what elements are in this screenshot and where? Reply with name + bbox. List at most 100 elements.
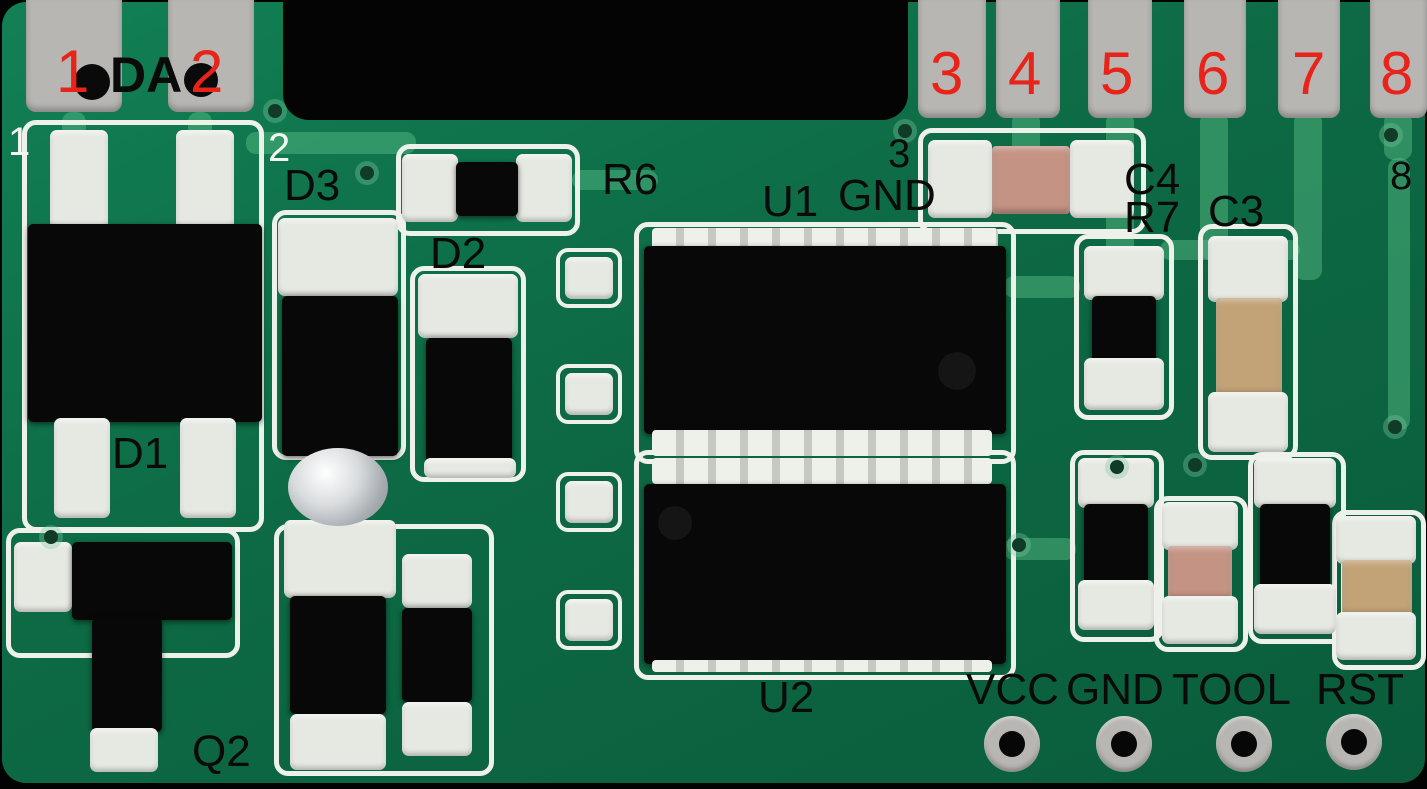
- through-hole-rst: [1326, 714, 1382, 770]
- solder-pad: [565, 481, 613, 523]
- pin-number-1: 1: [56, 38, 90, 105]
- label-r7: R7: [1124, 193, 1181, 242]
- label-gnd-top: GND: [838, 171, 936, 220]
- u2-pin-row-bottom: [652, 660, 992, 672]
- solder-pad: [290, 714, 386, 770]
- solder-blob: [288, 448, 388, 526]
- pin-number-2: 2: [190, 38, 224, 105]
- silk-number-8: 8: [1390, 154, 1413, 198]
- hole: [1231, 731, 1257, 757]
- silkscreen-outline: [1070, 450, 1164, 642]
- pin-number-7: 7: [1292, 40, 1326, 107]
- solder-pad: [1208, 236, 1288, 302]
- via: [268, 104, 282, 118]
- u2-pin-row-top: [652, 458, 992, 484]
- silkscreen-outline: [1154, 496, 1248, 652]
- edge-pad-1: [26, 0, 122, 112]
- silkscreen-outline-c4: [918, 128, 1146, 234]
- u1-pin-row-top: [652, 228, 998, 250]
- solder-pad: [565, 257, 613, 299]
- u2-pin1-dot: [658, 506, 692, 540]
- solder-pad: [54, 418, 110, 518]
- component-d3-body: [282, 296, 398, 456]
- solder-pad: [402, 702, 472, 756]
- solder-pad: [90, 728, 158, 772]
- component-body: [1084, 504, 1148, 586]
- silkscreen-outline-c3: [1198, 224, 1298, 460]
- label-d1: D1: [112, 429, 169, 478]
- label-r6: R6: [602, 155, 659, 204]
- solder-pad: [176, 130, 234, 230]
- label-d3: D3: [284, 161, 341, 210]
- silkscreen-outline-r6: [396, 144, 580, 236]
- via: [44, 530, 58, 544]
- component-u2-body: [644, 484, 1006, 664]
- solder-pad: [180, 418, 236, 518]
- label-u2: U2: [758, 673, 815, 722]
- label-rst: RST: [1316, 665, 1404, 714]
- component-r7-body: [1092, 296, 1156, 362]
- solder-pad: [516, 154, 572, 222]
- component-u1-body: [644, 246, 1006, 434]
- trace: [1294, 112, 1322, 280]
- u1-pin-row-bottom: [652, 430, 992, 456]
- through-hole-tool: [1216, 716, 1272, 772]
- solder-pad-ring: [556, 248, 622, 308]
- via: [1384, 128, 1398, 142]
- pin-number-5: 5: [1100, 40, 1134, 107]
- solder-pad: [565, 599, 613, 641]
- solder-pad: [424, 458, 516, 478]
- solder-pad: [1336, 516, 1416, 564]
- silkscreen-outline-d2: [410, 266, 526, 482]
- via: [1110, 460, 1124, 474]
- component-c3-body: [1216, 298, 1282, 396]
- label-c3: C3: [1208, 187, 1265, 236]
- via: [360, 166, 374, 180]
- u1-pin1-dot: [938, 352, 976, 390]
- solder-pad: [402, 554, 472, 608]
- through-hole-gnd: [1096, 716, 1152, 772]
- pin-number-8: 8: [1380, 40, 1414, 107]
- label-gnd: GND: [1066, 665, 1164, 714]
- label-vcc: VCC: [966, 665, 1059, 714]
- label-u1: U1: [762, 177, 819, 226]
- component-q2-body-2: [402, 608, 472, 702]
- silk-number-2: 2: [268, 126, 291, 170]
- component-r6-body: [456, 162, 518, 216]
- via: [1012, 538, 1026, 552]
- label-c4: C4: [1124, 155, 1181, 204]
- edge-pad-8: [1370, 0, 1427, 118]
- solder-pad: [418, 274, 518, 338]
- component-q2-body: [290, 596, 386, 714]
- label-q2: Q2: [192, 727, 251, 776]
- pin-number-4: 4: [1008, 40, 1042, 107]
- silkscreen-outline-r7: [1074, 234, 1174, 420]
- pad-hole: [74, 64, 110, 100]
- solder-pad: [1070, 140, 1134, 218]
- hole: [1111, 731, 1137, 757]
- solder-pad: [402, 154, 458, 222]
- edge-pad-4: [996, 0, 1060, 118]
- edge-pad-3: [918, 0, 986, 118]
- solder-pad: [1084, 358, 1164, 410]
- trace: [1004, 276, 1080, 298]
- solder-pad: [1162, 502, 1238, 550]
- pin-number-6: 6: [1196, 40, 1230, 107]
- trace: [246, 132, 416, 154]
- solder-pad: [1084, 246, 1164, 300]
- trace: [1388, 158, 1410, 430]
- solder-pad: [1078, 580, 1154, 630]
- label-d2: D2: [430, 229, 487, 278]
- component-d2-body: [426, 338, 512, 462]
- pad-hole: [184, 63, 218, 97]
- solder-pad: [1254, 584, 1336, 634]
- component-c4-body: [992, 146, 1070, 214]
- solder-pad-ring: [556, 364, 622, 424]
- label-da: DA: [110, 47, 183, 103]
- solder-pad: [14, 542, 72, 612]
- solder-pad-ring: [556, 472, 622, 532]
- via: [1188, 458, 1202, 472]
- hole: [999, 731, 1025, 757]
- component-body: [1260, 504, 1330, 588]
